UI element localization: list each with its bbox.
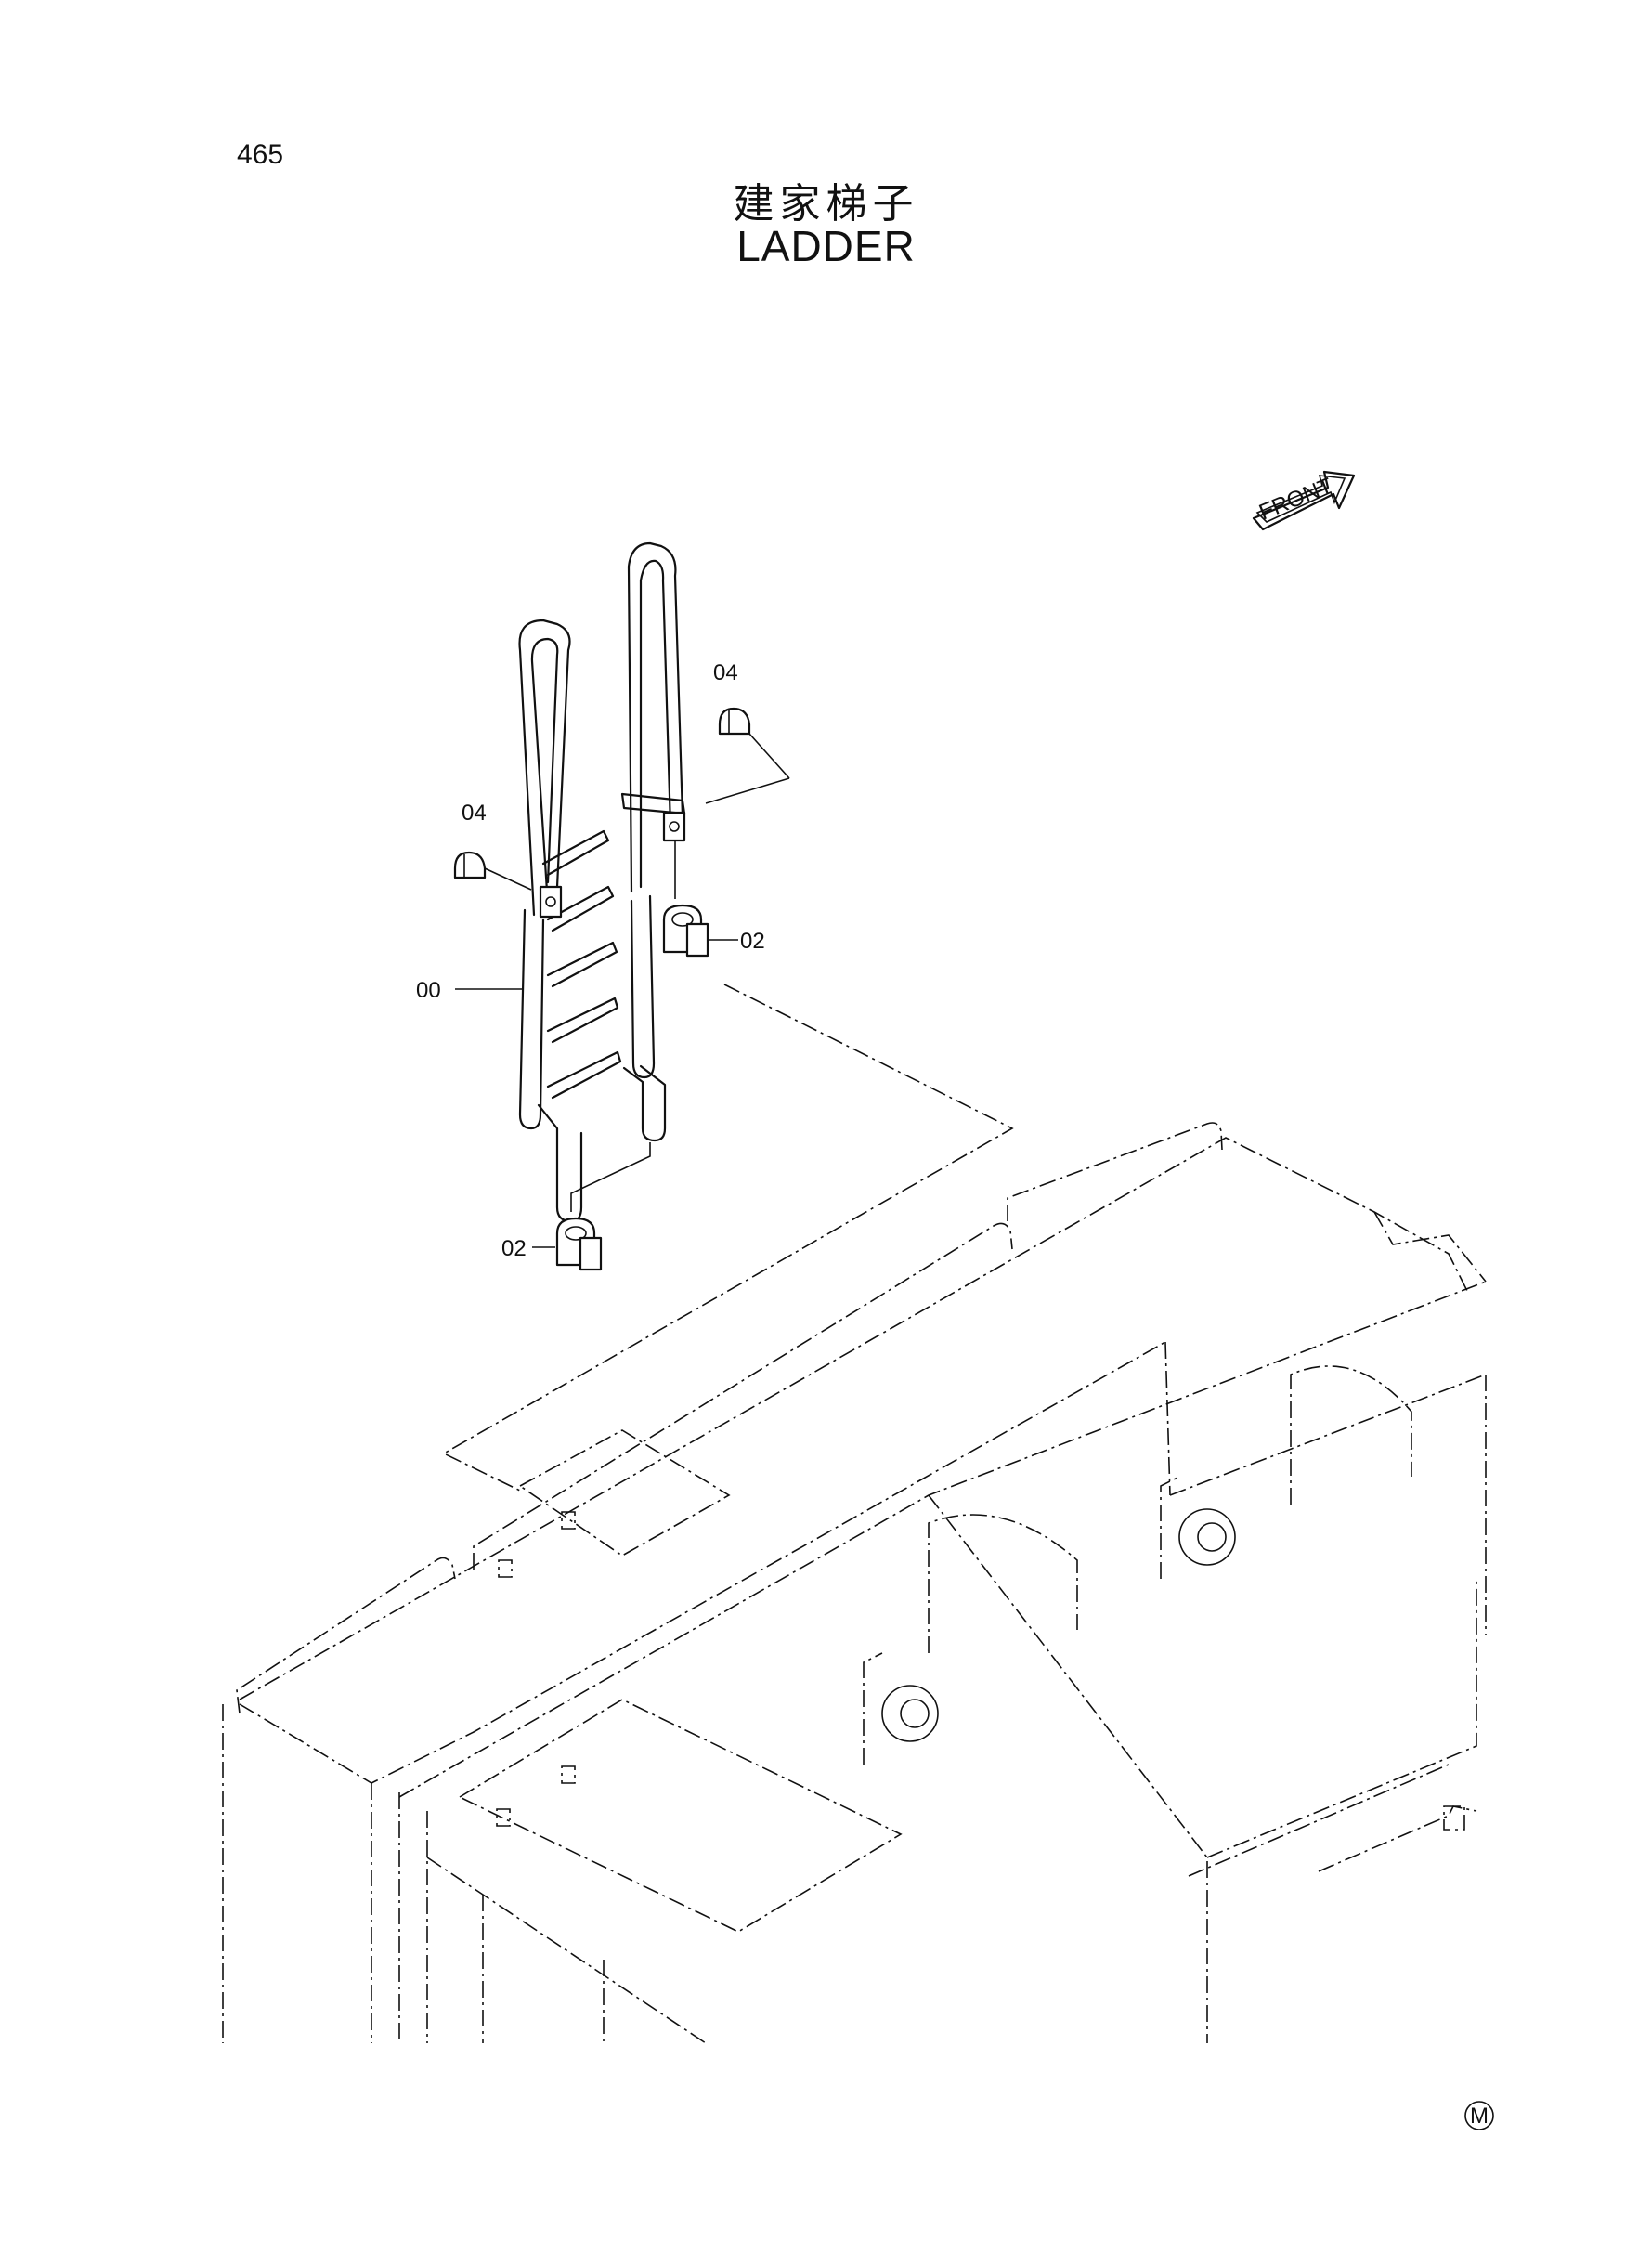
pin-right: 04: [705, 660, 790, 804]
callout-cushion-lower: 02: [501, 1236, 527, 1261]
diagram-title: LADDER: [736, 222, 916, 270]
installation-leader: [442, 984, 1014, 1492]
page-number: 465: [237, 139, 284, 170]
callout-pin-right: 04: [713, 660, 738, 685]
corner-mark-icon: M: [1464, 2101, 1494, 2130]
callout-ladder: 00: [416, 978, 441, 1003]
front-arrow-label: FRONT: [1255, 473, 1336, 525]
cushion-upper: 02: [662, 840, 765, 958]
cushion-lower: 02: [501, 1142, 651, 1271]
front-arrow-icon: FRONT: [1252, 470, 1356, 531]
callout-cushion-upper: 02: [740, 929, 765, 954]
callout-pin-left: 04: [462, 801, 487, 826]
diagram-title-chinese: 建家梯子: [733, 180, 919, 228]
svg-text:M: M: [1470, 2104, 1489, 2129]
ladder-assembly: 00: [416, 541, 686, 1223]
machine-upper-structure: [222, 1122, 1487, 2044]
pin-left: 04: [453, 801, 532, 891]
